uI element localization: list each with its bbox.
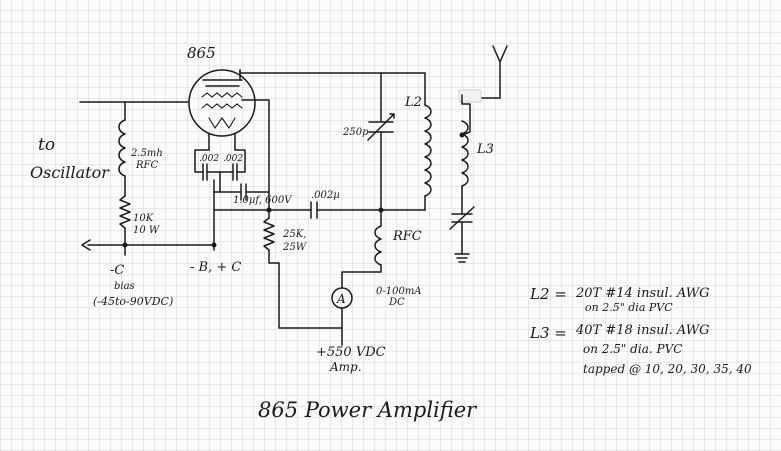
diagram-title: 865 Power Amplifier bbox=[258, 398, 478, 422]
bias-resistor-value: 10K bbox=[133, 213, 154, 224]
l2-label: L2 bbox=[404, 95, 422, 110]
bias-resistor-watts: 10 W bbox=[133, 225, 160, 236]
bias-arrow bbox=[81, 239, 101, 251]
bias-c-label: -C bbox=[110, 263, 124, 278]
screen-resistor-watts: 25W bbox=[282, 242, 307, 253]
l3-spec-name: L3 = bbox=[529, 324, 567, 342]
coupling-cap-label: .002µ bbox=[311, 190, 340, 201]
tank-cap-label: 250p bbox=[342, 127, 369, 138]
l2-spec-line-2: on 2.5" dia PVC bbox=[585, 301, 673, 314]
bypass-cap-label: 1.0µf, 600V bbox=[233, 195, 293, 206]
plate-rfc-coil bbox=[341, 209, 382, 289]
antenna-icon bbox=[481, 45, 508, 99]
plate-rfc-label: RFC bbox=[392, 229, 422, 244]
l3-spec-line-3: tapped @ 10, 20, 30, 35, 40 bbox=[583, 362, 752, 376]
l3-spec-line-2: on 2.5" dia. PVC bbox=[583, 342, 682, 356]
screen-bypass-capacitor bbox=[213, 183, 270, 201]
coupling-capacitor bbox=[310, 201, 318, 219]
grid-rfc-coil bbox=[118, 119, 126, 197]
l2-spec-line-1: 20T #14 insul. AWG bbox=[575, 286, 710, 301]
l2-spec-name: L2 = bbox=[529, 285, 567, 303]
filament-cap-label-1: .002 bbox=[199, 154, 219, 164]
oscillator-label: Oscillator bbox=[30, 163, 110, 182]
bias-word-label: bias bbox=[114, 281, 135, 292]
hv-amp-label: Amp. bbox=[329, 360, 362, 374]
to-label: to bbox=[38, 135, 55, 155]
bias-range-label: (-45to-90VDC) bbox=[93, 295, 173, 308]
bias-resistor bbox=[119, 195, 131, 246]
ammeter-range: 0-100mA bbox=[376, 286, 422, 297]
screen-dropping-resistor bbox=[263, 209, 343, 346]
screen-resistor-value: 25K, bbox=[282, 229, 306, 240]
plate-tank-capacitor bbox=[367, 72, 395, 211]
vacuum-tube-865 bbox=[188, 69, 256, 137]
filament-bypass-capacitors bbox=[194, 133, 246, 193]
screen-wire bbox=[241, 99, 270, 211]
grid-wire bbox=[124, 101, 190, 121]
l3-spec-line-1: 40T #18 insul. AWG bbox=[575, 323, 710, 338]
plate-tank-coil-l2 bbox=[424, 72, 432, 211]
b-minus-label: - B, + C bbox=[190, 260, 241, 275]
hv-supply-label: +550 VDC bbox=[316, 345, 386, 360]
antenna-coupling-coil-l3 bbox=[449, 89, 482, 263]
filament-cap-label-2: .002 bbox=[223, 154, 243, 164]
plate-wire bbox=[239, 69, 426, 74]
tube-type-label: 865 bbox=[187, 44, 216, 62]
plate-ammeter bbox=[331, 287, 353, 329]
grid-rfc-value: 2.5mh bbox=[130, 148, 163, 159]
l3-label: L3 bbox=[476, 142, 494, 157]
ammeter-symbol: A bbox=[336, 292, 346, 306]
ammeter-dc: DC bbox=[388, 297, 405, 308]
grid-rfc-label: RFC bbox=[135, 160, 158, 171]
